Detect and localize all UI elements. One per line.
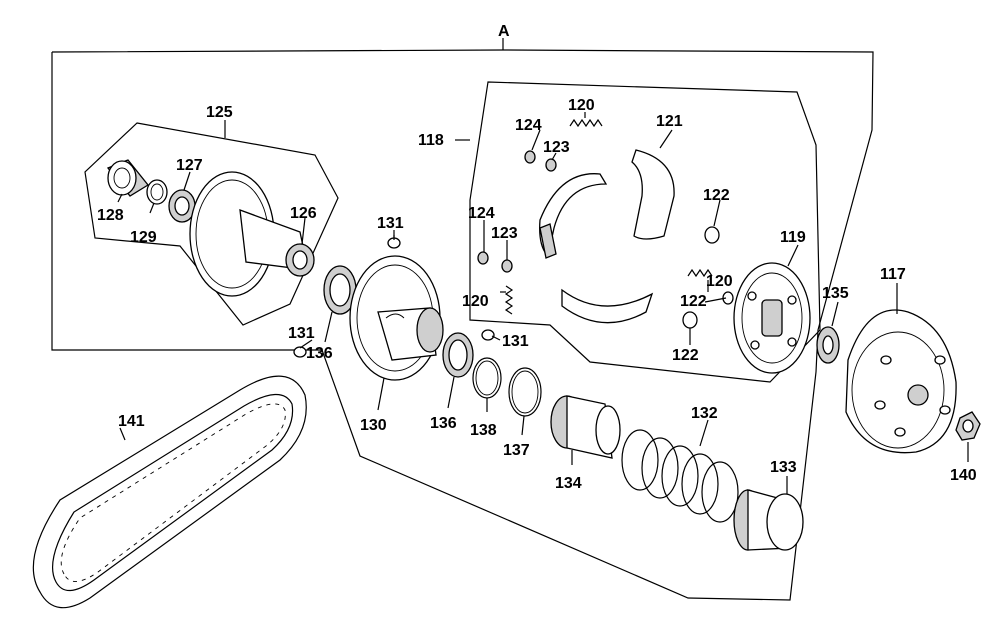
label-131-upper: 131 — [377, 215, 404, 232]
label-120-right: 120 — [706, 273, 733, 290]
part-129-circlip — [146, 179, 168, 214]
label-122-lower: 122 — [672, 347, 699, 364]
part-137-o-ring — [508, 367, 542, 436]
part-132-spring — [621, 419, 739, 523]
label-132: 132 — [691, 405, 718, 422]
part-134-collar — [550, 395, 621, 465]
part-140-nut — [955, 411, 981, 462]
part-123-nut-mid — [501, 259, 513, 273]
label-126: 126 — [290, 205, 317, 222]
part-124-washer-mid — [477, 251, 489, 265]
leader-lines — [299, 129, 727, 349]
label-125: 125 — [206, 104, 233, 121]
part-117-clutch-housing — [845, 283, 957, 454]
label-136-lower: 136 — [430, 415, 457, 432]
part-130-drive-face — [349, 255, 444, 411]
part-123-nut-top — [545, 158, 557, 172]
label-119: 119 — [780, 229, 806, 246]
subassembly-125-outline — [84, 120, 339, 326]
callout-labels: A 125 127 128 129 126 131 131 136 130 13… — [97, 23, 977, 492]
label-127: 127 — [176, 157, 203, 174]
part-131-pin-left — [293, 346, 307, 358]
part-131-pin-middle — [481, 329, 495, 341]
part-122-bushings — [682, 226, 734, 329]
part-121-clutch-shoes — [539, 129, 675, 324]
label-123-top: 123 — [543, 139, 570, 156]
label-140: 140 — [950, 467, 977, 484]
label-122-mid: 122 — [680, 293, 707, 310]
part-119-clutch-plate — [733, 244, 811, 374]
label-122-upper: 122 — [703, 187, 730, 204]
label-120-top: 120 — [568, 97, 595, 114]
label-118: 118 — [418, 132, 444, 149]
label-123-mid: 123 — [491, 225, 518, 242]
subassembly-118-outline — [455, 81, 821, 383]
label-133: 133 — [770, 459, 797, 476]
label-138: 138 — [470, 422, 497, 439]
assembly-a-outline — [51, 38, 874, 601]
label-128: 128 — [97, 207, 124, 224]
part-141-drive-belt — [32, 375, 307, 609]
label-assembly-a: A — [498, 23, 510, 40]
part-124-washer-top — [524, 150, 536, 164]
label-129: 129 — [130, 229, 157, 246]
part-120-spring-mid — [504, 285, 514, 315]
part-136-oil-seal-lower — [442, 332, 474, 409]
label-131-left: 131 — [288, 325, 315, 342]
label-121: 121 — [656, 113, 683, 130]
label-131-middle: 131 — [502, 333, 529, 350]
label-124-top: 124 — [515, 117, 542, 134]
label-137: 137 — [503, 442, 530, 459]
part-120-spring-right — [687, 268, 713, 278]
label-135: 135 — [822, 285, 849, 302]
part-127-ball-bearing — [168, 171, 196, 223]
part-120-spring-top — [569, 112, 603, 128]
label-124-mid: 124 — [468, 205, 495, 222]
part-133-spring-seat — [733, 476, 804, 551]
label-120-mid: 120 — [462, 293, 489, 310]
part-138-o-ring — [472, 357, 502, 412]
part-135-washer — [816, 301, 840, 364]
label-136-upper: 136 — [306, 345, 333, 362]
part-126-sliding-sheave — [189, 171, 315, 297]
label-117: 117 — [880, 266, 906, 283]
part-128-needle-bearing — [106, 159, 149, 203]
label-134: 134 — [555, 475, 582, 492]
label-141: 141 — [118, 413, 145, 430]
label-130: 130 — [360, 417, 387, 434]
